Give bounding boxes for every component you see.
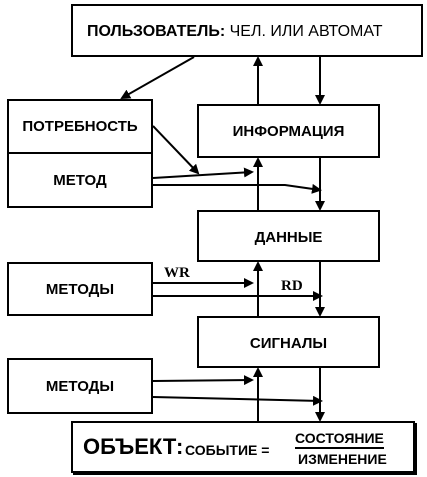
- need-to-flow-arrow: [152, 125, 200, 175]
- methods-box-2: МЕТОДЫ: [7, 358, 153, 414]
- need-box: ПОТРЕБНОСТЬ: [7, 99, 153, 154]
- method-label: МЕТОД: [53, 172, 107, 189]
- user-box: ПОЛЬЗОВАТЕЛЬ: ЧЕЛ. ИЛИ АВТОМАТ: [71, 4, 423, 57]
- method-box: МЕТОД: [7, 152, 153, 208]
- state-numerator: СОСТОЯНИЕ: [295, 430, 384, 449]
- methods2-to-object-arrow: [152, 395, 323, 406]
- need-label: ПОТРЕБНОСТЬ: [22, 118, 138, 135]
- read-label: RD: [281, 278, 303, 294]
- information-label: ИНФОРМАЦИЯ: [232, 123, 345, 140]
- method-to-info-arrow: [152, 167, 254, 179]
- method-to-data-arrow: [153, 183, 322, 194]
- signals-box: СИГНАЛЫ: [197, 316, 380, 368]
- methods-label-2: МЕТОДЫ: [45, 378, 115, 395]
- object-box: ОБЪЕКТ: СОБЫТИЕ = СОСТОЯНИЕ ИЗМЕНЕНИЕ: [71, 421, 415, 473]
- methods-box-1: МЕТОДЫ: [7, 262, 153, 316]
- information-box: ИНФОРМАЦИЯ: [197, 104, 380, 158]
- object-title: ОБЪЕКТ:: [83, 434, 184, 459]
- methods-label-1: МЕТОДЫ: [45, 281, 115, 298]
- event-label: СОБЫТИЕ =: [185, 442, 270, 458]
- write-label: WR: [164, 265, 190, 281]
- change-denominator: ИЗМЕНЕНИЕ: [298, 451, 387, 467]
- user-label: ПОЛЬЗОВАТЕЛЬ:: [87, 23, 226, 40]
- user-type-label: ЧЕЛ. ИЛИ АВТОМАТ: [229, 23, 383, 40]
- user-to-need-arrow: [120, 56, 195, 99]
- data-box: ДАННЫЕ: [197, 210, 380, 262]
- data-label: ДАННЫЕ: [254, 229, 323, 246]
- methods2-to-signals-arrow: [152, 375, 254, 386]
- signals-label: СИГНАЛЫ: [249, 335, 328, 352]
